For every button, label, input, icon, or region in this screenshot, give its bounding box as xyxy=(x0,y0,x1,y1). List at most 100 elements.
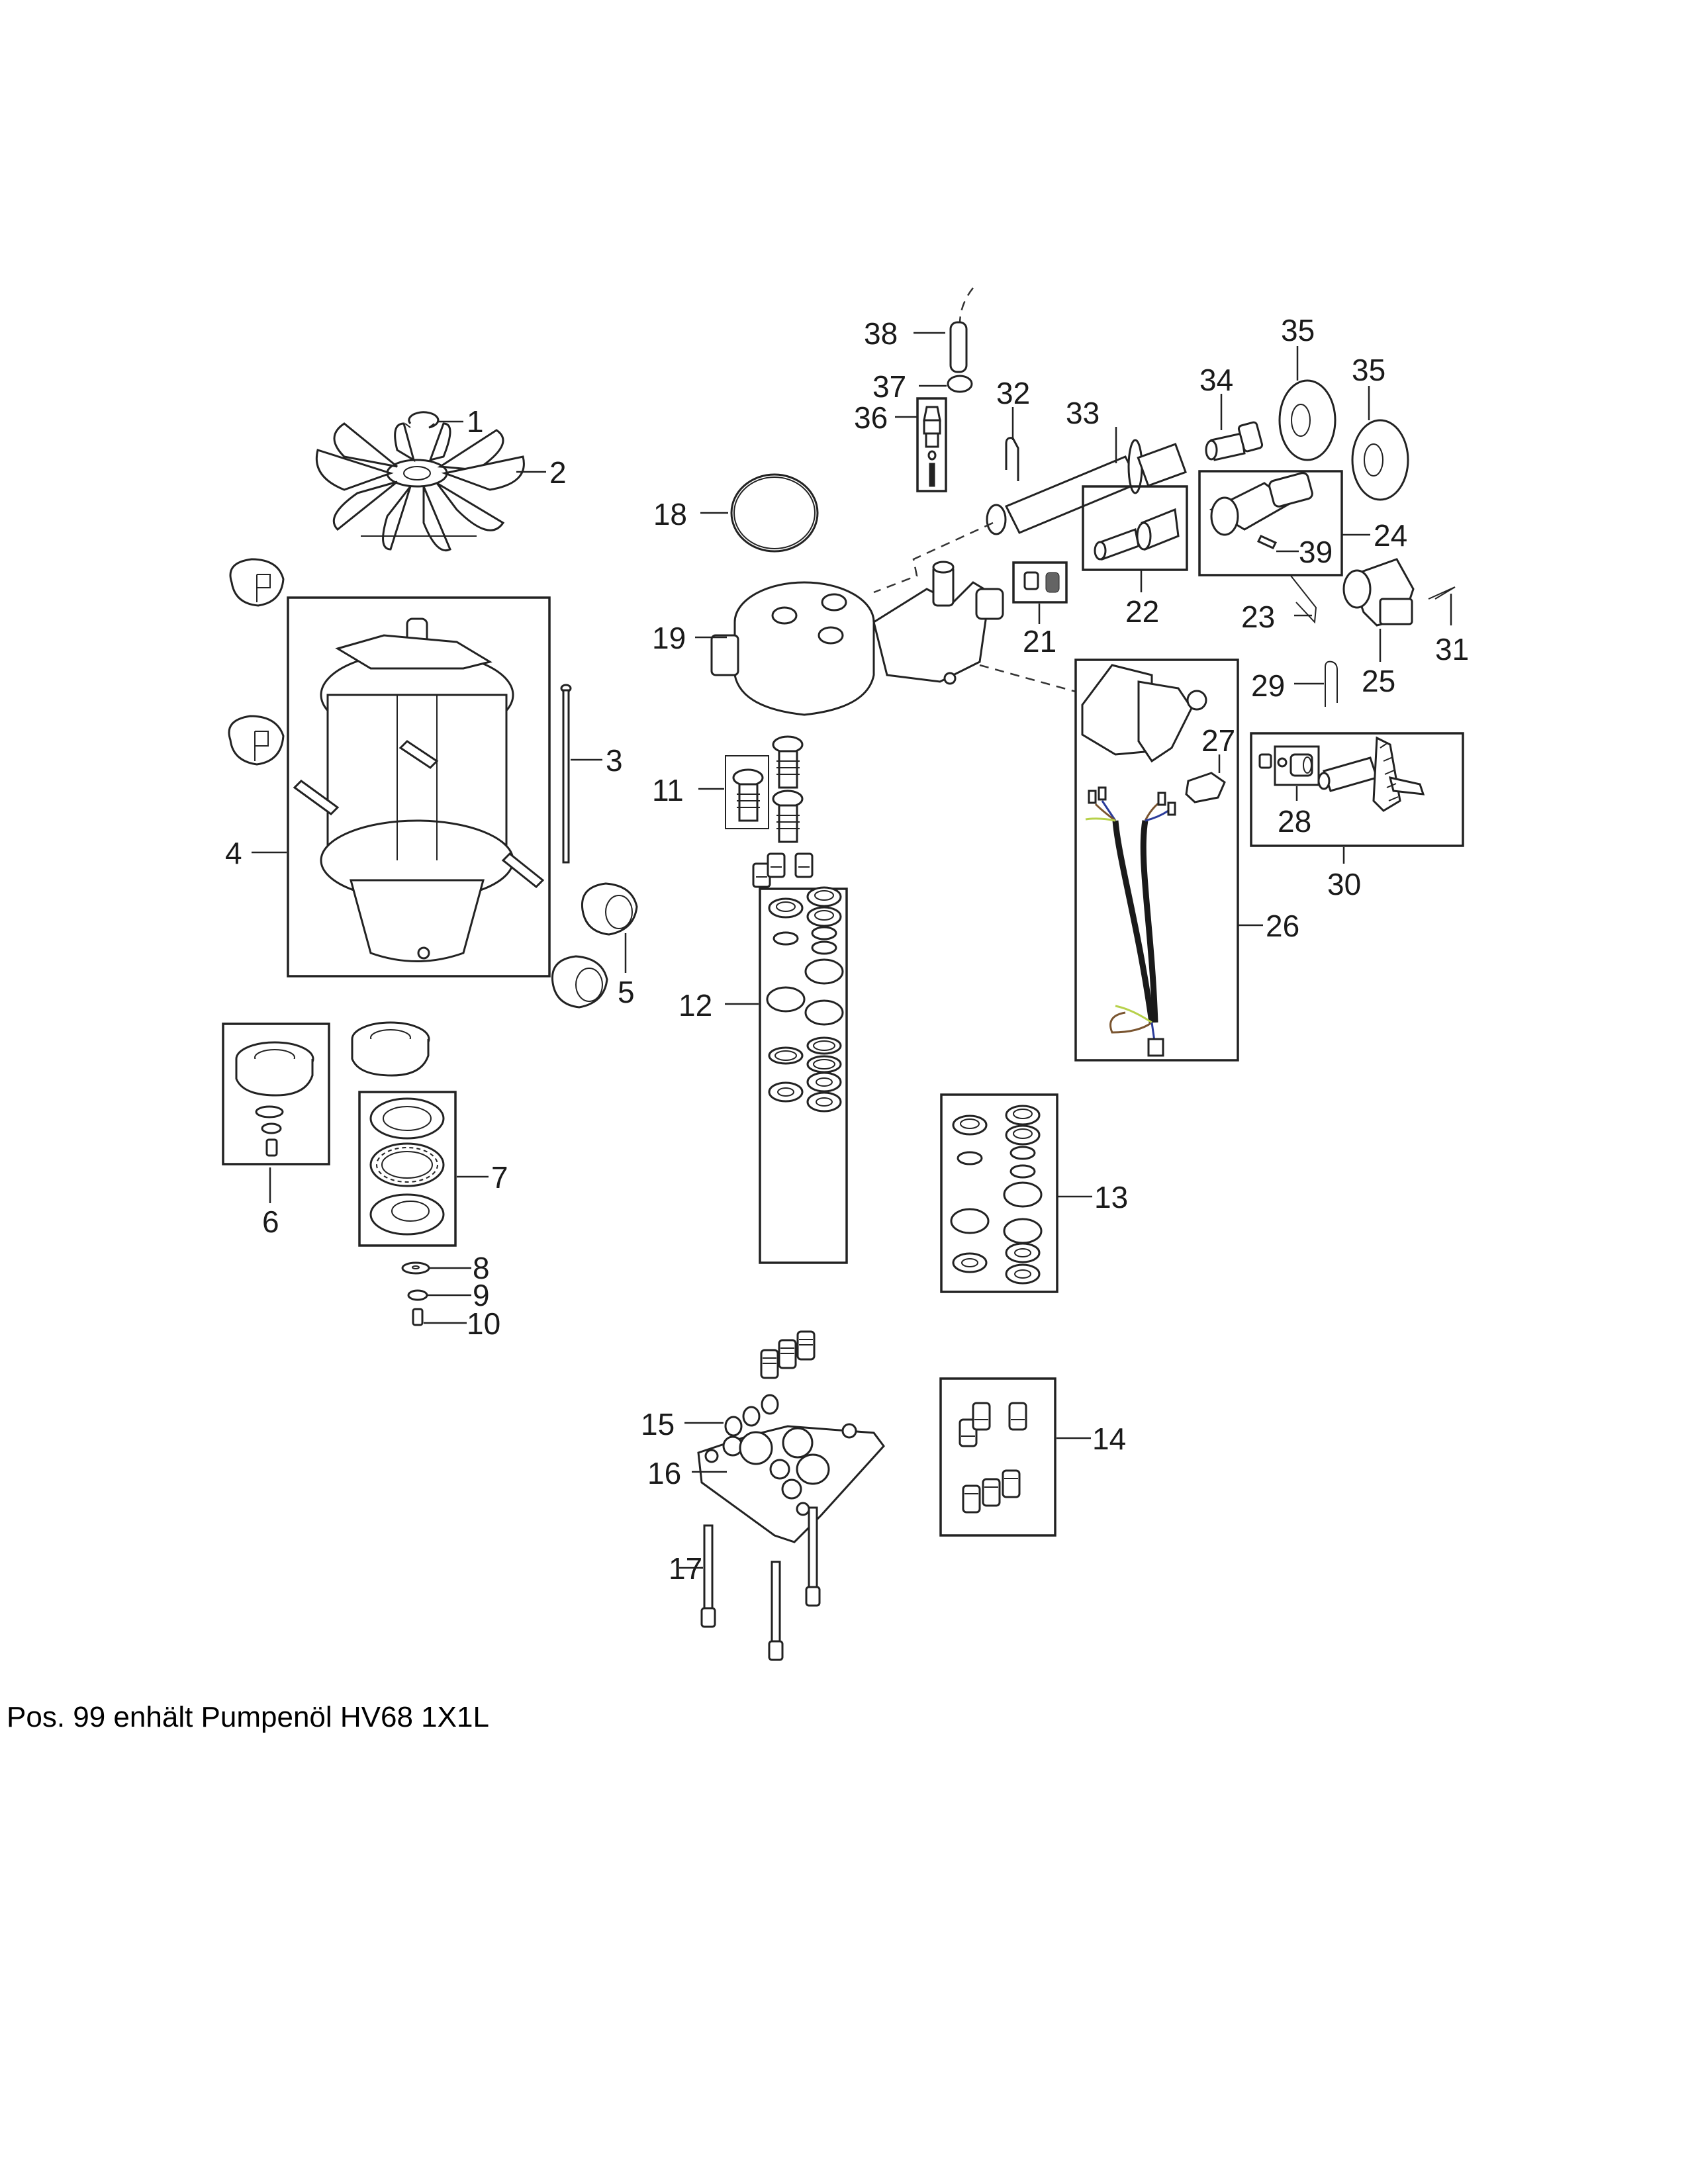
callout-35-b: 35 xyxy=(1352,353,1385,387)
part-19-pump-housing xyxy=(710,561,1004,716)
part-7-box xyxy=(358,1091,457,1247)
part-31-clip xyxy=(1428,586,1456,625)
part-4-motor xyxy=(293,617,545,962)
part-28-box xyxy=(1274,745,1320,786)
callout-27: 27 xyxy=(1201,723,1235,758)
callout-7: 7 xyxy=(491,1160,508,1195)
callout-33: 33 xyxy=(1066,396,1100,430)
part-23-clip xyxy=(1290,575,1317,624)
part-5-rubber-feet xyxy=(551,882,638,1009)
callout-10: 10 xyxy=(467,1306,500,1341)
callout-36: 36 xyxy=(854,400,888,435)
rubber-grommet-upper xyxy=(229,558,285,607)
part-9-spring-washer xyxy=(407,1289,471,1301)
callout-39: 39 xyxy=(1299,535,1333,569)
callout-11: 11 xyxy=(652,773,684,807)
part-21-check-valve xyxy=(1023,571,1060,593)
part-21-box xyxy=(1012,561,1068,604)
part-25-outlet-elbow xyxy=(1342,558,1415,662)
callout-38: 38 xyxy=(864,316,898,351)
callout-13: 13 xyxy=(1094,1180,1128,1214)
swashplate xyxy=(351,1021,430,1077)
callout-23: 23 xyxy=(1241,600,1275,634)
callout-19: 19 xyxy=(652,621,686,655)
part-24-inlet-fitting-kit xyxy=(1209,472,1313,549)
callout-15: 15 xyxy=(641,1407,675,1441)
callout-37: 37 xyxy=(872,369,906,404)
callout-3: 3 xyxy=(606,743,623,778)
callout-2: 2 xyxy=(549,455,567,490)
part-8-washer xyxy=(401,1261,471,1275)
part-16-cylinder-head xyxy=(692,1423,885,1543)
callout-28: 28 xyxy=(1278,804,1311,839)
part-14-valve-kit xyxy=(959,1402,1027,1514)
callout-31: 31 xyxy=(1435,632,1469,666)
part-3-tie-rod xyxy=(560,684,602,864)
callout-5: 5 xyxy=(618,975,635,1009)
callout-4: 4 xyxy=(225,836,242,870)
part-13-seal-kit xyxy=(950,1105,1043,1285)
part-17-bolts xyxy=(679,1506,821,1661)
part-38-hose xyxy=(914,287,974,373)
callout-18: 18 xyxy=(653,497,687,531)
part-29-clip xyxy=(1294,660,1338,707)
part-1-circlip xyxy=(404,411,463,429)
alignment-line-33 xyxy=(873,522,994,594)
part-12-seal-kit xyxy=(766,886,844,1113)
part-11-piston-kit xyxy=(732,735,804,843)
callout-21: 21 xyxy=(1023,624,1056,659)
part-7-thrust-bearing-kit xyxy=(369,1097,445,1236)
rubber-grommet-lower xyxy=(228,715,285,766)
callout-29: 29 xyxy=(1251,668,1285,703)
callout-1: 1 xyxy=(467,404,484,439)
callout-34: 34 xyxy=(1199,363,1233,397)
callout-6: 6 xyxy=(262,1205,279,1239)
callout-8: 8 xyxy=(473,1251,490,1285)
part-35-wheel-b xyxy=(1351,386,1409,501)
callout-16: 16 xyxy=(647,1456,681,1490)
part-12-box xyxy=(759,887,848,1264)
part-30-bypass-assembly xyxy=(1258,736,1425,812)
callout-9: 9 xyxy=(473,1278,490,1312)
callout-25: 25 xyxy=(1362,664,1395,698)
check-valves-upper xyxy=(752,852,814,888)
callout-24: 24 xyxy=(1374,518,1407,553)
part-37-hose-clamp xyxy=(919,375,973,393)
part-28-valve-insert xyxy=(1277,753,1313,777)
part-13-box xyxy=(940,1093,1058,1293)
callout-12: 12 xyxy=(679,988,712,1023)
part-4-box xyxy=(287,596,551,978)
part-18-o-ring xyxy=(700,473,819,553)
callout-30: 30 xyxy=(1327,867,1361,901)
callout-32: 32 xyxy=(996,376,1030,410)
part-11-box xyxy=(725,755,769,829)
check-valves-lower xyxy=(760,1330,816,1379)
part-33-inlet-pipe xyxy=(986,427,1187,535)
footnote-pump-oil: Pos. 99 enhält Pumpenöl HV68 1X1L xyxy=(7,1701,489,1733)
part-2-fan xyxy=(315,422,546,551)
callout-22: 22 xyxy=(1125,594,1159,629)
callout-35-a: 35 xyxy=(1281,313,1315,347)
part-27-micro-switch xyxy=(1185,754,1226,803)
part-6-box xyxy=(222,1023,330,1165)
part-24-box xyxy=(1198,470,1343,576)
callout-26: 26 xyxy=(1266,909,1299,943)
part-30-box xyxy=(1250,732,1464,847)
part-26-box xyxy=(1074,659,1239,1062)
callout-17: 17 xyxy=(669,1551,702,1586)
part-22-box xyxy=(1082,485,1188,571)
part-34-filter xyxy=(1205,394,1264,461)
part-35-wheel-a xyxy=(1278,346,1336,461)
part-10-screw xyxy=(412,1308,467,1326)
part-26-switch-and-wiring xyxy=(1081,664,1207,1057)
alignment-line-26 xyxy=(979,664,1076,693)
part-22-unloader-valve xyxy=(1094,508,1180,561)
part-36-box xyxy=(916,397,947,492)
part-32-clip xyxy=(1005,407,1019,481)
part-15-plugs xyxy=(684,1394,779,1437)
part-14-box xyxy=(939,1377,1056,1537)
part-36-chemical-injector xyxy=(923,406,941,487)
callout-14: 14 xyxy=(1092,1422,1126,1456)
part-6-swashplate-kit xyxy=(235,1041,314,1157)
